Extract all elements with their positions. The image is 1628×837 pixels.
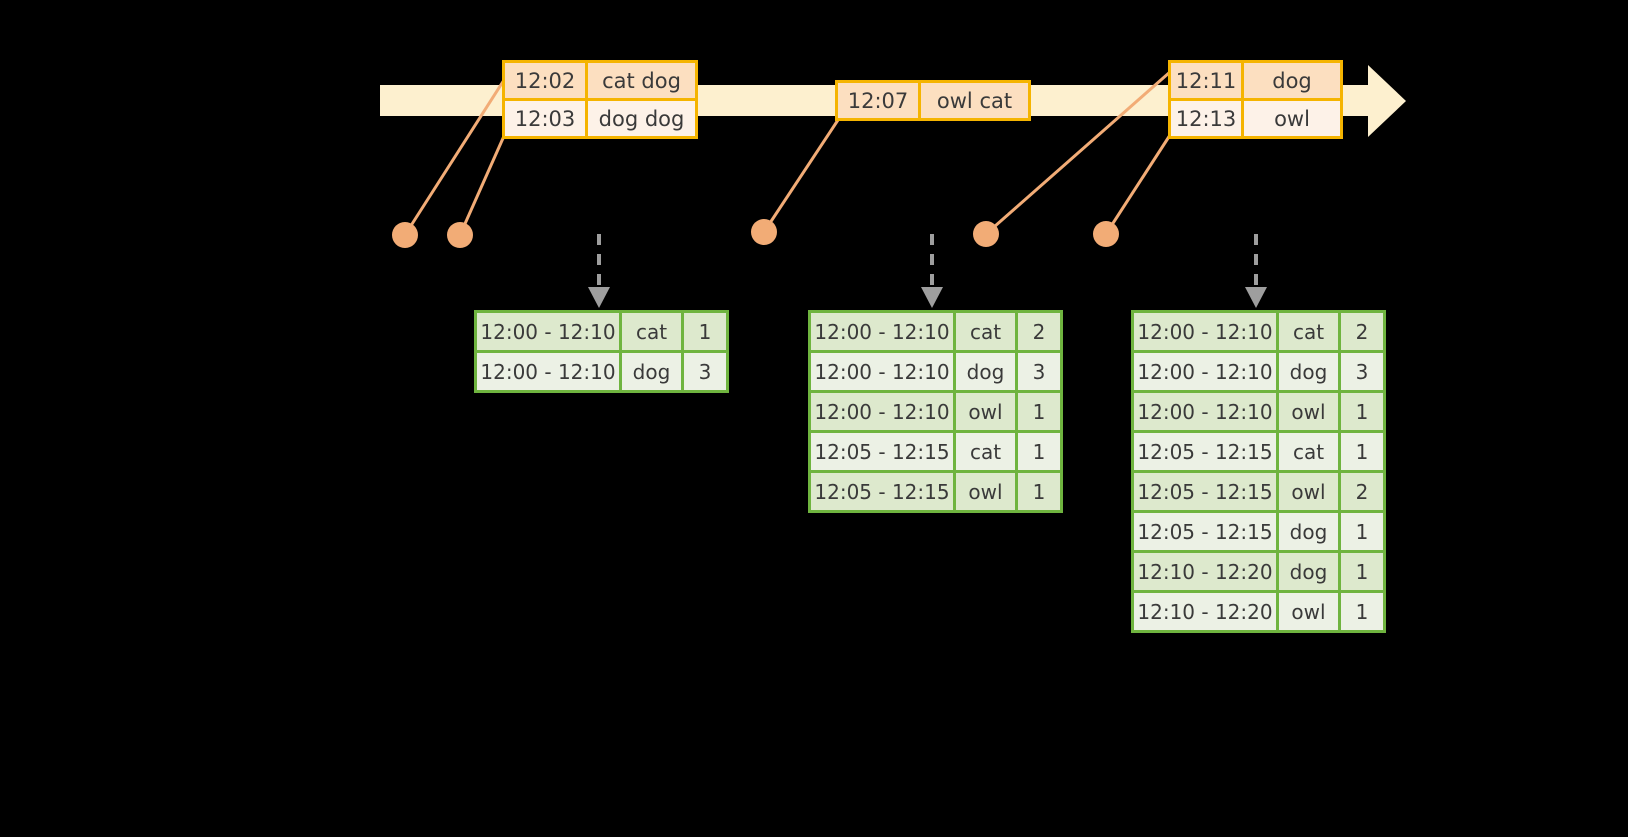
cell-count: 3: [684, 353, 726, 390]
cell-word: cat: [956, 313, 1018, 350]
cell-window: 12:05 - 12:15: [811, 433, 956, 470]
cell-count: 1: [1341, 593, 1383, 630]
cell-count: 1: [1341, 513, 1383, 550]
cell-word: owl: [1279, 473, 1341, 510]
event-group-3[interactable]: 12:11 dog 12:13 owl: [1168, 60, 1343, 139]
event-group-2[interactable]: 12:07 owl cat: [835, 80, 1031, 121]
cell-count: 3: [1018, 353, 1060, 390]
event-value: owl cat: [921, 83, 1028, 118]
cell-word: dog: [1279, 553, 1341, 590]
cell-window: 12:05 - 12:15: [1134, 513, 1279, 550]
cell-word: dog: [1279, 513, 1341, 550]
cell-count: 1: [1018, 473, 1060, 510]
cell-window: 12:05 - 12:15: [1134, 473, 1279, 510]
event-group-1[interactable]: 12:02 cat dog 12:03 dog dog: [502, 60, 698, 139]
cell-window: 12:00 - 12:10: [811, 353, 956, 390]
cell-word: cat: [956, 433, 1018, 470]
cell-count: 1: [1341, 393, 1383, 430]
cell-window: 12:00 - 12:10: [1134, 353, 1279, 390]
event-value: dog dog: [588, 101, 695, 136]
cell-window: 12:10 - 12:20: [1134, 593, 1279, 630]
cell-window: 12:00 - 12:10: [477, 313, 622, 350]
event-time: 12:02: [505, 63, 588, 98]
event-time: 12:07: [838, 83, 921, 118]
connector-dot: [392, 222, 418, 248]
cell-window: 12:05 - 12:15: [811, 473, 956, 510]
cell-word: cat: [1279, 313, 1341, 350]
cell-word: owl: [956, 393, 1018, 430]
cell-window: 12:00 - 12:10: [1134, 393, 1279, 430]
cell-window: 12:00 - 12:10: [477, 353, 622, 390]
cell-count: 1: [1341, 433, 1383, 470]
event-row: 12:07 owl cat: [838, 83, 1028, 118]
event-value: cat dog: [588, 63, 695, 98]
cell-count: 2: [1341, 313, 1383, 350]
cell-count: 1: [684, 313, 726, 350]
cell-count: 1: [1018, 433, 1060, 470]
event-time: 12:13: [1171, 101, 1244, 136]
cell-word: owl: [1279, 593, 1341, 630]
event-row: 12:03 dog dog: [505, 98, 695, 136]
cell-window: 12:10 - 12:20: [1134, 553, 1279, 590]
connector-dot: [973, 221, 999, 247]
event-value: owl: [1244, 101, 1340, 136]
cell-count: 1: [1341, 553, 1383, 590]
event-row: 12:11 dog: [1171, 63, 1340, 98]
cell-window: 12:05 - 12:15: [1134, 433, 1279, 470]
cell-window: 12:00 - 12:10: [811, 393, 956, 430]
cell-count: 2: [1341, 473, 1383, 510]
cell-word: cat: [622, 313, 684, 350]
cell-count: 3: [1341, 353, 1383, 390]
cell-word: dog: [1279, 353, 1341, 390]
cell-word: owl: [956, 473, 1018, 510]
cell-count: 1: [1018, 393, 1060, 430]
event-time: 12:03: [505, 101, 588, 136]
connector-dot: [1093, 221, 1119, 247]
cell-window: 12:00 - 12:10: [811, 313, 956, 350]
event-time: 12:11: [1171, 63, 1244, 98]
cell-window: 12:00 - 12:10: [1134, 313, 1279, 350]
cell-word: dog: [956, 353, 1018, 390]
event-value: dog: [1244, 63, 1340, 98]
event-row: 12:02 cat dog: [505, 63, 695, 98]
connector-dot: [447, 222, 473, 248]
cell-count: 2: [1018, 313, 1060, 350]
cell-word: owl: [1279, 393, 1341, 430]
timeline-arrowhead-icon: [1368, 65, 1406, 137]
connector-dot: [751, 219, 777, 245]
cell-word: dog: [622, 353, 684, 390]
event-row: 12:13 owl: [1171, 98, 1340, 136]
cell-word: cat: [1279, 433, 1341, 470]
